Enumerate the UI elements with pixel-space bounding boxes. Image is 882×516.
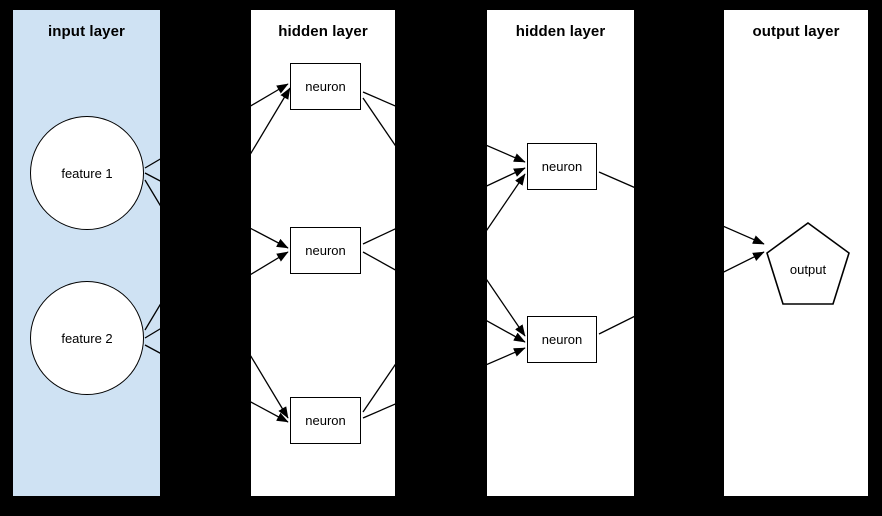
node-label: neuron — [541, 159, 583, 174]
pentagon-shape — [766, 222, 850, 305]
node-label: feature 2 — [61, 330, 113, 346]
node-hidden1-neuron-2[interactable]: neuron — [290, 227, 361, 274]
layer-title-hidden2: hidden layer — [515, 23, 606, 40]
layer-title-input: input layer — [48, 23, 125, 40]
node-label: neuron — [305, 413, 346, 428]
node-label: output — [789, 261, 827, 277]
layer-title-output: output layer — [752, 23, 840, 40]
node-feature-1[interactable]: feature 1 — [30, 116, 144, 230]
layer-panel-input — [13, 10, 160, 496]
node-label: neuron — [541, 332, 583, 347]
edge-group — [144, 83, 765, 423]
node-label: neuron — [305, 79, 346, 94]
node-hidden2-neuron-2[interactable]: neuron — [527, 316, 597, 363]
node-hidden1-neuron-3[interactable]: neuron — [290, 397, 361, 444]
node-label: neuron — [305, 243, 346, 258]
node-label: feature 1 — [61, 165, 113, 181]
node-hidden2-neuron-1[interactable]: neuron — [527, 143, 597, 190]
node-output[interactable]: output — [766, 222, 850, 306]
node-feature-2[interactable]: feature 2 — [30, 281, 144, 395]
layer-title-hidden1: hidden layer — [278, 23, 368, 40]
layer-panel-hidden2 — [487, 10, 634, 496]
node-hidden1-neuron-1[interactable]: neuron — [290, 63, 361, 110]
